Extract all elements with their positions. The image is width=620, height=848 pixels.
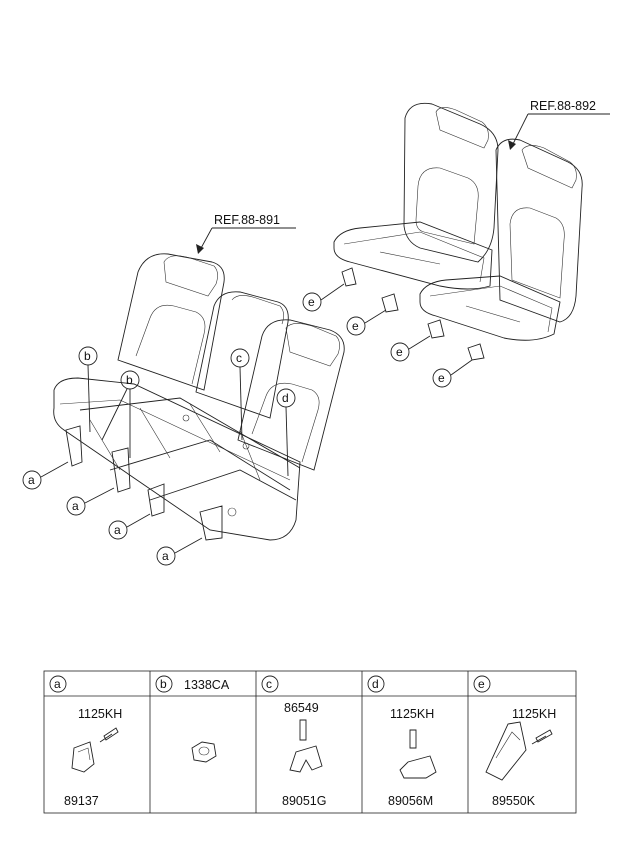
bracket-89137-drawing <box>71 727 119 773</box>
bracket-89056m-drawing <box>399 729 437 779</box>
callout-e-3: e <box>396 345 403 359</box>
callouts-front: b b c d a a a a <box>22 346 296 566</box>
callout-e-4: e <box>438 371 445 385</box>
legend-c-part-2: 89051G <box>282 794 326 808</box>
nut-1338ca-drawing <box>191 741 217 763</box>
legend-letter-a: a <box>54 677 61 691</box>
legend-d-part-1: 1125KH <box>390 707 434 721</box>
legend-letter-d: d <box>372 677 379 691</box>
callout-e-2: e <box>352 319 359 333</box>
legend-a-part-2: 89137 <box>64 794 99 808</box>
callout-d: d <box>282 391 289 405</box>
legend-letter-e: e <box>478 677 485 691</box>
callout-c: c <box>236 351 242 365</box>
bracket-89051g-drawing <box>289 719 323 773</box>
rear-seat-illustration: REF.88-892 <box>333 99 610 361</box>
legend-c-part-1: 86549 <box>284 701 319 715</box>
callout-b-2: b <box>126 373 133 387</box>
front-seat-illustration: REF.88-891 <box>53 213 345 541</box>
legend-b-header-part: 1338CA <box>184 678 230 692</box>
callout-a-4: a <box>162 549 169 563</box>
callout-b-1: b <box>84 349 91 363</box>
callout-a-2: a <box>72 499 79 513</box>
callout-a-1: a <box>28 473 35 487</box>
parts-legend-table: a b 1338CA c d e 1125KH 89137 86549 8905… <box>43 670 577 814</box>
legend-a-part-1: 1125KH <box>78 707 122 721</box>
legend-letter-c: c <box>266 677 272 691</box>
callout-a-3: a <box>114 523 121 537</box>
bracket-89550k-drawing <box>485 721 553 781</box>
callout-e-1: e <box>308 295 315 309</box>
legend-e-part-1: 1125KH <box>512 707 556 721</box>
ref-front-seat-label: REF.88-891 <box>214 213 280 227</box>
legend-e-part-2: 89550K <box>492 794 536 808</box>
legend-d-part-2: 89056M <box>388 794 433 808</box>
ref-rear-seat-label: REF.88-892 <box>530 99 596 113</box>
legend-letter-b: b <box>160 677 167 691</box>
callouts-e: e e e e <box>302 283 473 388</box>
